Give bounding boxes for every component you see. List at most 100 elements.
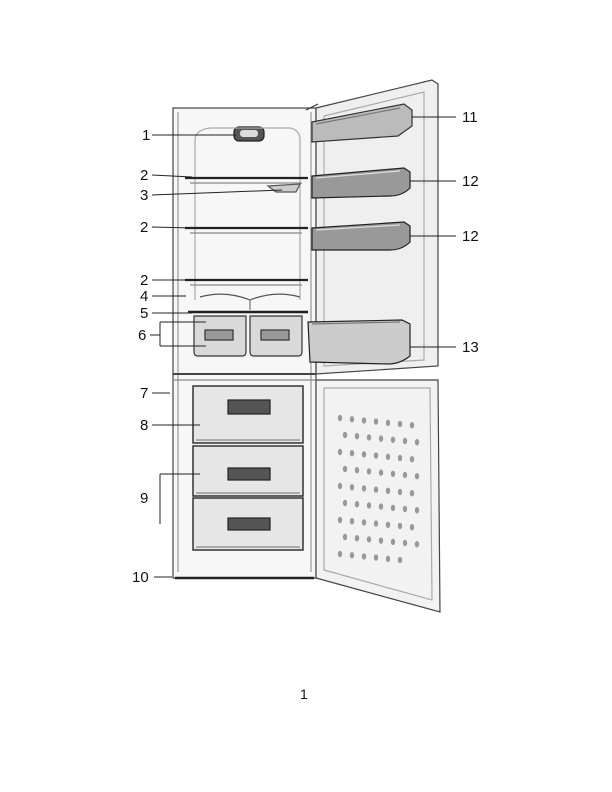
shelf-bottom bbox=[185, 278, 308, 286]
dimple bbox=[397, 454, 403, 462]
dimple bbox=[385, 419, 391, 426]
label-10: 10 bbox=[132, 569, 149, 586]
dimple bbox=[402, 505, 408, 513]
crisper-right bbox=[249, 315, 303, 357]
dimple bbox=[409, 524, 415, 531]
dimple bbox=[409, 456, 415, 463]
dimple bbox=[409, 490, 415, 497]
dimple bbox=[373, 554, 379, 561]
shelf-middle bbox=[185, 226, 308, 234]
label-3: 3 bbox=[140, 187, 149, 204]
dimple bbox=[385, 521, 391, 528]
air-duct bbox=[199, 293, 301, 310]
dimple bbox=[390, 470, 396, 477]
label-4: 4 bbox=[140, 288, 149, 305]
dimple bbox=[337, 414, 343, 422]
dimple bbox=[414, 507, 420, 514]
dimple bbox=[349, 416, 355, 423]
dimple bbox=[414, 439, 420, 446]
dimple bbox=[397, 488, 403, 496]
dimple bbox=[390, 504, 396, 511]
dimple bbox=[337, 448, 343, 456]
dimple bbox=[354, 535, 360, 542]
label-12-mid: 12 bbox=[462, 228, 479, 245]
leader-3 bbox=[151, 189, 283, 196]
label-1: 1 bbox=[142, 127, 151, 144]
dimple bbox=[402, 471, 408, 479]
dimple bbox=[402, 437, 408, 445]
dimple bbox=[361, 519, 367, 526]
freezer-door bbox=[315, 379, 441, 613]
dimple bbox=[349, 552, 355, 559]
dimple bbox=[361, 451, 367, 458]
label-2-mid: 2 bbox=[140, 219, 149, 236]
dimple bbox=[354, 501, 360, 508]
leader-2-top bbox=[151, 174, 193, 178]
dimple bbox=[366, 434, 372, 441]
dimple bbox=[373, 452, 379, 459]
dimple bbox=[402, 539, 408, 547]
dimple bbox=[378, 537, 384, 544]
dimple bbox=[414, 541, 420, 548]
dimple bbox=[378, 435, 384, 442]
leader-9 bbox=[159, 473, 200, 524]
dimple bbox=[342, 431, 348, 439]
dimple bbox=[349, 450, 355, 457]
label-7: 7 bbox=[140, 385, 149, 402]
dimple bbox=[361, 485, 367, 492]
dimple bbox=[349, 518, 355, 525]
dimple bbox=[397, 556, 403, 564]
shelf-top bbox=[185, 176, 308, 184]
dimple bbox=[373, 486, 379, 493]
door-shelf-upper bbox=[311, 167, 411, 199]
label-11: 11 bbox=[462, 109, 478, 126]
leader-2-mid bbox=[151, 226, 193, 229]
dimple bbox=[337, 550, 343, 558]
dimple bbox=[337, 516, 343, 524]
crisper-left bbox=[193, 315, 247, 357]
dimple bbox=[354, 433, 360, 440]
butter-compartment bbox=[311, 103, 413, 143]
dimple bbox=[385, 555, 391, 562]
label-6: 6 bbox=[138, 327, 147, 344]
dimple bbox=[361, 417, 367, 424]
dimple bbox=[414, 473, 420, 480]
freezer-drawer-top bbox=[192, 385, 304, 444]
label-13: 13 bbox=[462, 339, 479, 356]
dimple bbox=[397, 522, 403, 530]
dimple bbox=[373, 520, 379, 527]
label-12-top: 12 bbox=[462, 173, 479, 190]
dimple bbox=[361, 553, 367, 560]
dimple bbox=[373, 418, 379, 425]
dimple bbox=[409, 422, 415, 429]
dimple bbox=[366, 468, 372, 475]
dimple bbox=[342, 499, 348, 507]
light-unit bbox=[233, 126, 265, 142]
dimple bbox=[378, 503, 384, 510]
dimple bbox=[397, 420, 403, 428]
dimple bbox=[366, 502, 372, 509]
dimple bbox=[385, 487, 391, 494]
page-number: 1 bbox=[300, 686, 308, 702]
bottle-shelf bbox=[307, 319, 411, 365]
freezer-drawer-middle bbox=[192, 445, 304, 497]
dimple bbox=[385, 453, 391, 460]
door-shelf-middle bbox=[311, 221, 411, 251]
label-8: 8 bbox=[140, 417, 149, 434]
label-9: 9 bbox=[140, 490, 149, 507]
label-2-top: 2 bbox=[140, 167, 149, 184]
label-2-low: 2 bbox=[140, 272, 149, 289]
dimple bbox=[337, 482, 343, 490]
dimple bbox=[390, 538, 396, 545]
dimple bbox=[390, 436, 396, 443]
dimple bbox=[378, 469, 384, 476]
dimple bbox=[342, 533, 348, 541]
leader-6 bbox=[150, 321, 206, 347]
dimple bbox=[354, 467, 360, 474]
dimple bbox=[349, 484, 355, 491]
freezer-drawer-bottom bbox=[192, 497, 304, 551]
dimple bbox=[342, 465, 348, 473]
